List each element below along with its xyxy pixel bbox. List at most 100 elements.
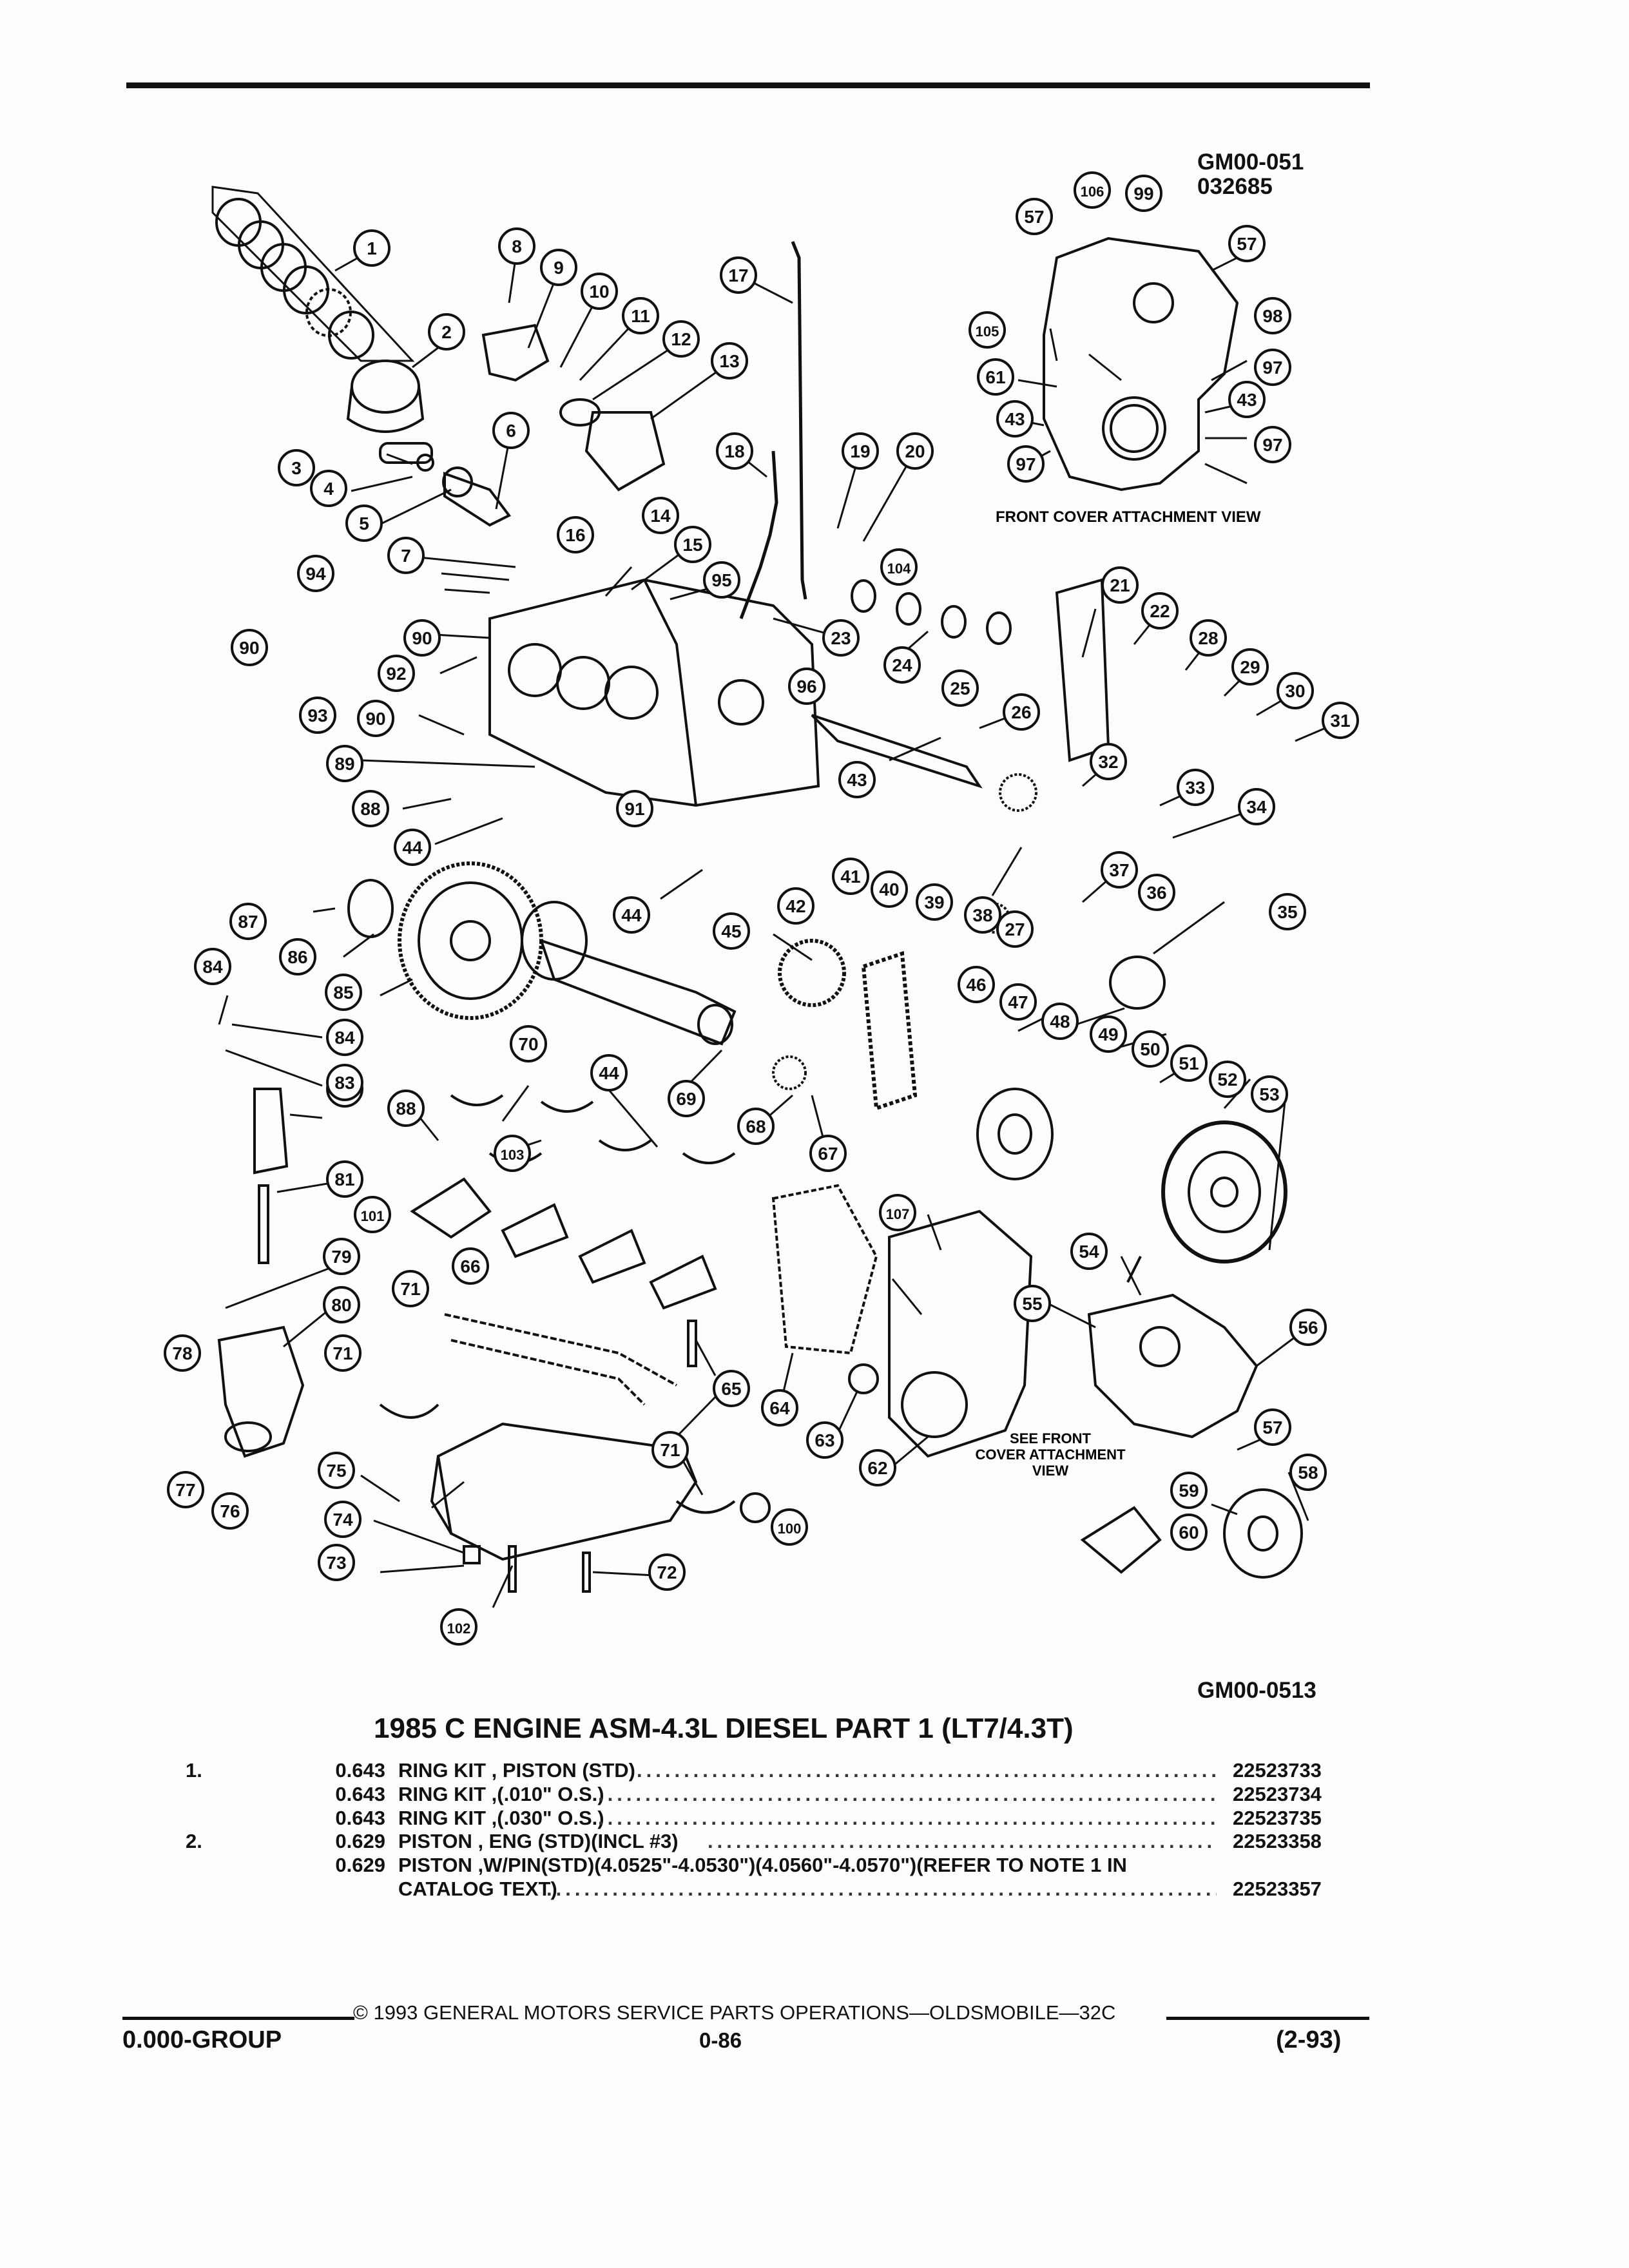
callout-label: 76 xyxy=(220,1501,240,1521)
callout-label: 81 xyxy=(334,1169,354,1189)
callout-label: 42 xyxy=(786,896,805,916)
callout-label: 95 xyxy=(711,570,731,590)
callout-60: 60 xyxy=(1170,1514,1208,1551)
callout-label: 22 xyxy=(1150,601,1170,621)
callout-label: 41 xyxy=(840,867,860,887)
callout-label: 93 xyxy=(307,706,327,726)
callout-label: 100 xyxy=(778,1521,802,1537)
piston-ring-set xyxy=(211,186,415,362)
callout-label: 83 xyxy=(334,1073,354,1093)
callout-label: 71 xyxy=(400,1279,420,1299)
callout-96: 96 xyxy=(788,668,825,705)
callout-25: 25 xyxy=(941,669,979,707)
callout-3: 3 xyxy=(278,449,315,486)
callout-label: 105 xyxy=(976,323,999,340)
callout-label: 103 xyxy=(501,1147,525,1163)
callout-label: 84 xyxy=(202,957,223,977)
top-rule xyxy=(126,82,1370,88)
catalog-row: 0.643 RING KIT ,(.030" O.S.) ...........… xyxy=(186,1807,1371,1832)
callout-103: 103 xyxy=(494,1135,531,1172)
catalog-title: 1985 C ENGINE ASM-4.3L DIESEL PART 1 (LT… xyxy=(374,1713,1074,1744)
pan-gasket-shape xyxy=(444,1313,677,1406)
callout-57: 57 xyxy=(1254,1408,1291,1446)
callout-label: 29 xyxy=(1240,657,1260,677)
callout-label: 17 xyxy=(728,265,748,285)
callout-label: 40 xyxy=(879,879,899,899)
callout-71: 71 xyxy=(651,1431,689,1468)
callout-label: 26 xyxy=(1011,702,1031,722)
callout-54: 54 xyxy=(1070,1233,1108,1270)
figure-code-bottom: GM00-0513 xyxy=(1197,1678,1316,1703)
callout-label: 94 xyxy=(305,564,326,584)
footer-rule-left xyxy=(122,2017,354,2020)
callout-label: 71 xyxy=(333,1343,352,1363)
row-description: PISTON , ENG (STD)(INCL #3) xyxy=(398,1830,679,1852)
callout-label: 72 xyxy=(657,1562,677,1582)
callout-68: 68 xyxy=(737,1108,775,1145)
callout-label: 90 xyxy=(239,638,259,658)
callout-29: 29 xyxy=(1231,648,1269,686)
idler-pulley-shape xyxy=(1223,1488,1303,1579)
row-description: RING KIT ,(.010" O.S.) xyxy=(398,1783,604,1805)
row-quantity: 0.643 xyxy=(335,1807,385,1829)
callout-label: 88 xyxy=(396,1099,416,1119)
callout-label: 89 xyxy=(334,754,354,774)
callout-67: 67 xyxy=(809,1135,847,1172)
callout-57: 57 xyxy=(1016,198,1053,235)
callout-label: 85 xyxy=(333,983,353,1003)
callout-42: 42 xyxy=(777,887,815,925)
callout-30: 30 xyxy=(1277,672,1314,709)
callout-95: 95 xyxy=(703,561,740,599)
callout-77: 77 xyxy=(167,1471,204,1508)
callout-label: 64 xyxy=(769,1398,790,1418)
callout-89: 89 xyxy=(326,745,363,782)
catalog-row: 1. 0.643 RING KIT , PISTON (STD) .......… xyxy=(186,1759,1371,1785)
callout-13: 13 xyxy=(711,342,748,380)
callout-label: 37 xyxy=(1109,860,1129,880)
callout-27: 27 xyxy=(996,910,1034,948)
callout-49: 49 xyxy=(1090,1015,1127,1053)
footer-date: (2-93) xyxy=(1276,2026,1342,2053)
callout-label: 50 xyxy=(1140,1039,1160,1059)
part-drawings xyxy=(211,186,1303,1593)
callout-50: 50 xyxy=(1132,1030,1169,1068)
callout-65: 65 xyxy=(713,1370,750,1407)
callout-2: 2 xyxy=(428,313,465,351)
plate-shape xyxy=(1055,578,1110,762)
catalog-row: 0.629 PISTON ,W/PIN(STD)(4.0525"-4.0530"… xyxy=(186,1854,1371,1879)
row-leader-dots: ........................................… xyxy=(598,1807,1217,1829)
callout-label: 90 xyxy=(412,628,432,648)
callout-24: 24 xyxy=(883,646,921,684)
callout-label: 14 xyxy=(650,506,671,526)
callout-label: 98 xyxy=(1262,306,1282,326)
callout-80: 80 xyxy=(323,1286,360,1323)
row-part-number: 22523733 xyxy=(1233,1759,1322,1782)
timing-cover-shape xyxy=(771,1184,1033,1458)
pulley-shape xyxy=(1161,1120,1287,1264)
callout-label: 38 xyxy=(972,905,992,925)
row-part-number: 22523734 xyxy=(1233,1783,1322,1805)
callout-label: 3 xyxy=(291,458,302,478)
callout-14: 14 xyxy=(642,497,679,534)
callout-label: 44 xyxy=(621,905,642,925)
row-leader-dots: ........................................… xyxy=(598,1783,1217,1805)
callout-label: 9 xyxy=(554,258,564,278)
callout-7: 7 xyxy=(387,537,425,574)
callout-label: 25 xyxy=(950,678,970,698)
callout-16: 16 xyxy=(557,516,594,553)
callout-39: 39 xyxy=(916,883,953,921)
callout-34: 34 xyxy=(1238,788,1275,825)
row-quantity: 0.629 xyxy=(335,1830,385,1852)
callout-label: 52 xyxy=(1217,1070,1237,1090)
front-cover-shape xyxy=(1043,236,1239,492)
callout-105: 105 xyxy=(969,311,1006,349)
callout-label: 59 xyxy=(1179,1481,1199,1501)
callout-label: 44 xyxy=(402,838,423,858)
callout-62: 62 xyxy=(859,1449,896,1486)
row-quantity: 0.629 xyxy=(335,1854,385,1876)
figure-code-top: GM00-051 xyxy=(1197,149,1304,175)
callout-label: 77 xyxy=(175,1480,195,1500)
callout-41: 41 xyxy=(832,858,869,895)
callout-label: 97 xyxy=(1016,454,1036,474)
